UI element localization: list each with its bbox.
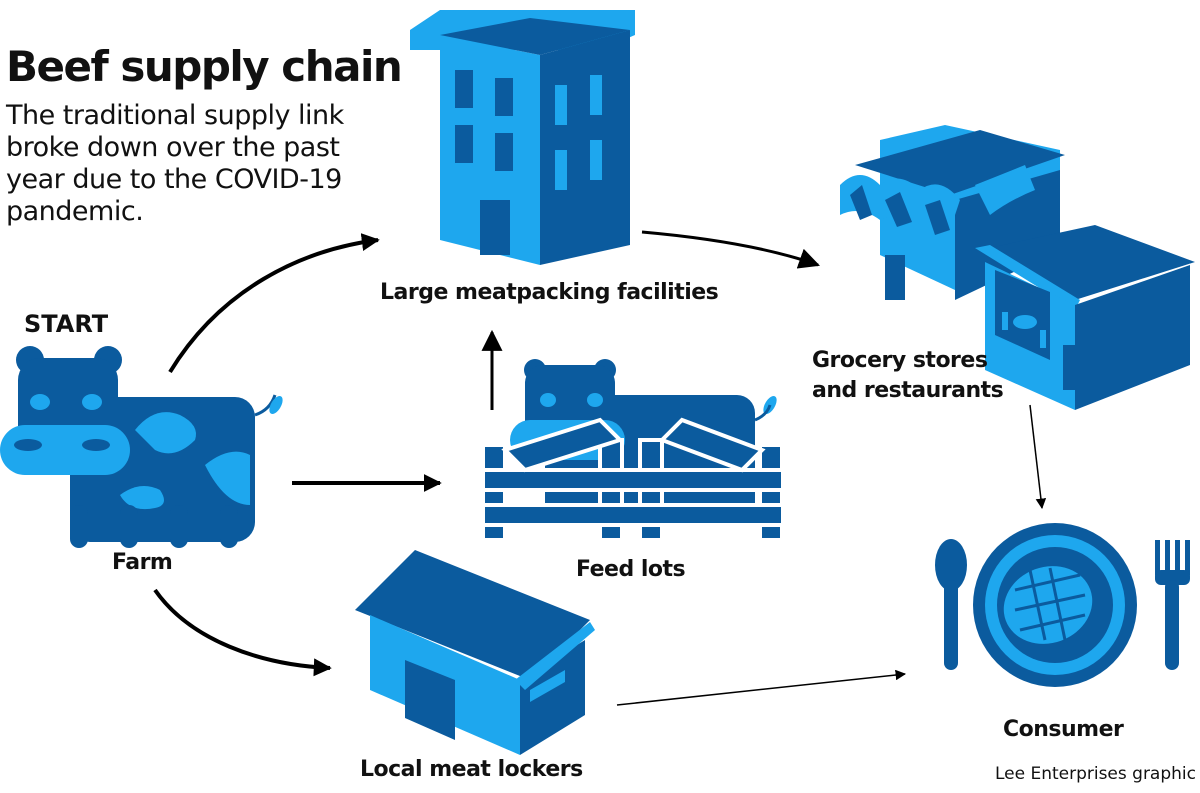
feed-lot-icon	[481, 359, 785, 542]
grocery-label-line2: and restaurants	[812, 378, 1004, 403]
farm-cow-icon	[0, 346, 283, 548]
arrow-lockers-to-consumer	[616, 669, 907, 706]
farm-label: Farm	[112, 550, 173, 575]
diagram-subtitle: The traditional supply link broke down o…	[6, 100, 344, 227]
grocery-label-line1: Grocery stores	[812, 348, 988, 373]
arrow-stores-to-consumer	[1029, 404, 1047, 510]
credit-line: Lee Enterprises graphic	[994, 764, 1196, 784]
local-lockers-label: Local meat lockers	[360, 757, 583, 782]
restaurant-icon	[975, 225, 1195, 410]
diagram-title: Beef supply chain	[6, 42, 403, 91]
arrow-farm-to-lockers	[153, 588, 332, 677]
start-label: START	[24, 310, 109, 338]
consumer-label: Consumer	[1003, 717, 1124, 742]
meatpacking-label: Large meatpacking facilities	[380, 280, 719, 305]
consumer-plate-icon	[935, 523, 1190, 687]
meat-locker-icon	[355, 550, 595, 755]
meatpacking-building-icon	[410, 10, 635, 265]
arrow-farm-to-meatpacking	[168, 233, 380, 374]
feed-lots-label: Feed lots	[576, 557, 686, 582]
arrow-meatpacking-to-stores	[641, 230, 820, 269]
